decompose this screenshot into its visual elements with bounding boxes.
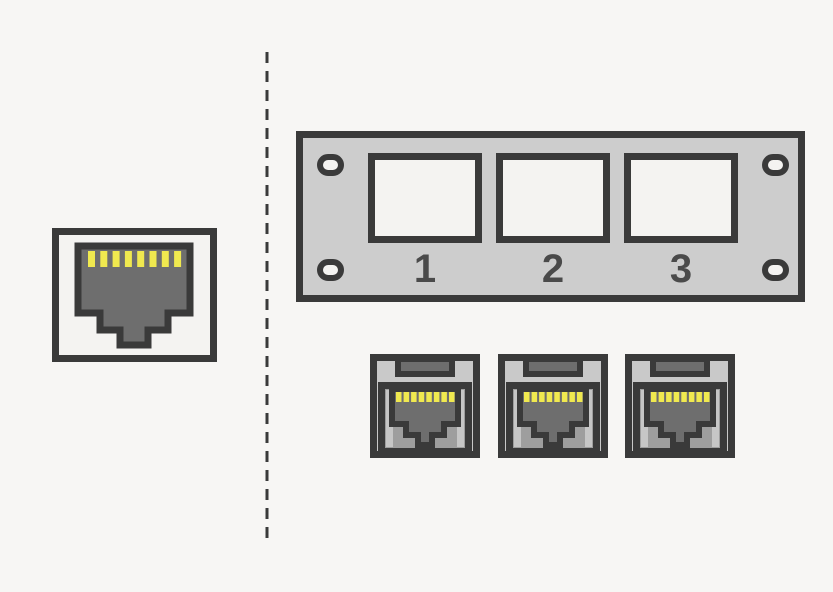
- screw-hole-icon: [317, 259, 344, 281]
- keystone-latch-tab: [523, 356, 583, 377]
- panel-cutout-2: [496, 153, 610, 243]
- rj45-socket-opening: [74, 242, 194, 349]
- screw-hole-icon: [762, 259, 789, 281]
- rj45-socket-opening: [389, 386, 461, 448]
- rj45-keystone-jack-icon: [370, 354, 480, 458]
- port-number-1: 1: [413, 247, 437, 291]
- port-number-2: 2: [541, 247, 565, 291]
- keystone-latch-tab: [395, 356, 455, 377]
- rj45-keystone-jack-icon: [498, 354, 608, 458]
- rj45-pins: [524, 392, 583, 402]
- rj45-socket-opening: [517, 386, 589, 448]
- patch-panel: 1 2 3: [296, 131, 805, 302]
- rj45-socket-opening: [644, 386, 716, 448]
- panel-cutout-1: [368, 153, 482, 243]
- dashed-divider-line: [265, 52, 269, 540]
- port-number-3: 3: [669, 247, 693, 291]
- rj45-jack-icon: [52, 228, 217, 362]
- keystone-latch-tab: [650, 356, 710, 377]
- rj45-pins: [396, 392, 455, 402]
- rj45-pins: [88, 251, 182, 267]
- rj45-keystone-jack-icon: [625, 354, 735, 458]
- rj45-pins: [651, 392, 710, 402]
- screw-hole-icon: [762, 154, 789, 176]
- panel-cutout-3: [624, 153, 738, 243]
- screw-hole-icon: [317, 154, 344, 176]
